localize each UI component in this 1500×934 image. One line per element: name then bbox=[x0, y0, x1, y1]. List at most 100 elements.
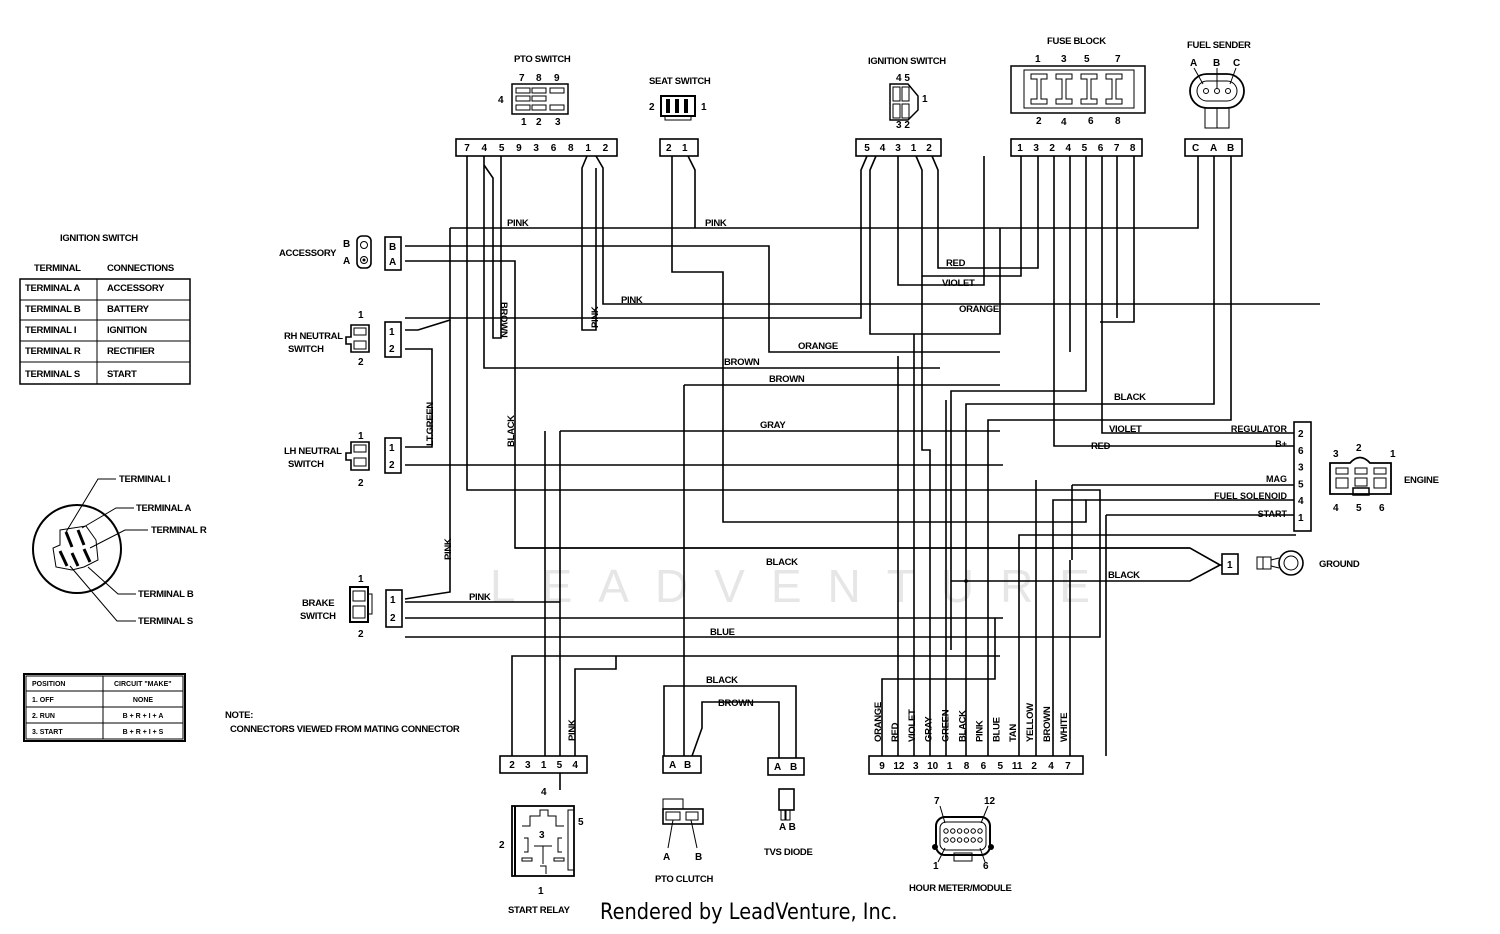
pto-pin: 3 bbox=[555, 117, 561, 128]
wire-label-pink: PINK bbox=[567, 719, 578, 741]
lh-conn-pin: 1 bbox=[389, 443, 395, 454]
accessory-pin: A bbox=[343, 256, 350, 267]
ground-conn-pin: 1 bbox=[1227, 560, 1233, 571]
seat-pin: 1 bbox=[701, 102, 707, 113]
fuel-pin: B bbox=[1213, 58, 1220, 69]
engine-conn-pin: 5 bbox=[1298, 479, 1304, 490]
watermark: LEADVENTURE bbox=[490, 560, 1116, 612]
tvs-diode-connector bbox=[767, 757, 805, 776]
tvs-conn-pin: A bbox=[774, 762, 781, 773]
ignition-row-connection: BATTERY bbox=[107, 304, 150, 315]
wire-label-black: BLACK bbox=[1114, 392, 1146, 403]
brake-conn-pin: 1 bbox=[390, 595, 396, 606]
fuse-pin: 8 bbox=[1115, 116, 1121, 127]
engine-conn-pin: 4 bbox=[1298, 496, 1304, 507]
brake-switch-connector bbox=[385, 589, 403, 628]
hour-meter-pin-socket bbox=[970, 837, 976, 843]
fuse-pin: 7 bbox=[1115, 54, 1121, 65]
wire-label-brown: BROWN bbox=[769, 374, 805, 385]
wire-label-black: BLACK bbox=[506, 415, 517, 447]
rh-conn-pin: 1 bbox=[389, 327, 395, 338]
hour-meter-wire-label: YELLOW bbox=[1025, 703, 1036, 742]
fuse-pin: 5 bbox=[1084, 54, 1090, 65]
start-relay-label: START RELAY bbox=[508, 905, 571, 916]
ignition-pin-right: 1 bbox=[922, 94, 928, 105]
hour-meter-conn-pin: 9 bbox=[879, 761, 885, 772]
lh-pin: 1 bbox=[358, 431, 364, 442]
position-off: 1. OFF bbox=[32, 697, 55, 704]
fuel-sender-label: FUEL SENDER bbox=[1187, 40, 1251, 51]
fuse-conn-pin: 1 bbox=[1017, 143, 1023, 154]
pto-conn-pin: 4 bbox=[482, 143, 488, 154]
ignition-row-terminal: TERMINAL S bbox=[25, 369, 80, 380]
ignition-table-header-terminal: TERMINAL bbox=[34, 263, 81, 274]
ignition-row-terminal: TERMINAL A bbox=[25, 283, 80, 294]
ignition-table bbox=[19, 278, 191, 385]
hour-meter-connector bbox=[868, 755, 1084, 775]
accessory-conn-pin: A bbox=[389, 257, 396, 268]
hour-meter-conn-pin: 12 bbox=[893, 761, 905, 772]
ignition-row-connection: RECTIFIER bbox=[107, 346, 155, 357]
lh-neutral-label: SWITCH bbox=[288, 459, 324, 470]
lh-neutral-switch-icon bbox=[345, 441, 370, 471]
pto-conn-pin: 8 bbox=[568, 143, 574, 154]
ignition-conn-pin: 1 bbox=[911, 143, 917, 154]
hour-meter-pin-socket bbox=[977, 837, 983, 843]
engine-connector bbox=[1293, 421, 1312, 532]
credit-text: Rendered by LeadVenture, Inc. bbox=[600, 900, 898, 925]
engine-conn-pin: 1 bbox=[1298, 513, 1304, 524]
accessory-label: ACCESSORY bbox=[279, 248, 337, 259]
ignition-table-header-connections: CONNECTIONS bbox=[107, 263, 174, 274]
engine-signal-fuel-solenoid: FUEL SOLENOID bbox=[1214, 491, 1287, 501]
hour-meter-wire-label: WHITE bbox=[1059, 713, 1070, 742]
wire-label-brown: BROWN bbox=[498, 302, 509, 338]
hour-meter-conn-pin: 5 bbox=[998, 761, 1004, 772]
circuit-start: B + R + I + S bbox=[123, 729, 164, 736]
hour-meter-conn-pin: 4 bbox=[1048, 761, 1054, 772]
clutch-pin: B bbox=[695, 852, 702, 863]
engine-signal-mag: MAG bbox=[1266, 474, 1287, 484]
engine-conn-pin: 3 bbox=[1298, 463, 1304, 474]
hour-meter-conn-pin: 3 bbox=[913, 761, 919, 772]
hour-meter-conn-pin: 7 bbox=[1065, 761, 1071, 772]
pto-conn-pin: 2 bbox=[603, 143, 609, 154]
terminal-s-label: TERMINAL S bbox=[138, 616, 193, 627]
engine-pin: 6 bbox=[1379, 503, 1385, 514]
fuse-pin: 4 bbox=[1061, 117, 1067, 128]
hour-meter-wire-label: BROWN bbox=[1042, 706, 1053, 742]
seat-conn-pin: 1 bbox=[682, 143, 688, 154]
hour-meter-conn-pin: 10 bbox=[927, 761, 939, 772]
hour-meter-label: HOUR METER/MODULE bbox=[909, 883, 1012, 894]
hour-meter-conn-pin: 2 bbox=[1031, 761, 1037, 772]
fuse-pin: 6 bbox=[1088, 116, 1094, 127]
pto-pin: 2 bbox=[536, 117, 542, 128]
ignition-switch-label: IGNITION SWITCH bbox=[868, 56, 946, 67]
ignition-conn-pin: 3 bbox=[895, 143, 901, 154]
wire-label-pink: PINK bbox=[590, 306, 601, 328]
ignition-conn-pin: 4 bbox=[880, 143, 886, 154]
hour-meter-wire-label: PINK bbox=[974, 720, 985, 742]
position-table bbox=[23, 673, 186, 742]
wire-label-brown: BROWN bbox=[724, 357, 760, 368]
wire-label-pink: PINK bbox=[621, 295, 643, 306]
hour-meter-pin-socket bbox=[950, 828, 956, 834]
rh-neutral-switch-icon bbox=[345, 324, 370, 353]
hm-pin: 6 bbox=[983, 861, 989, 872]
ignition-row-terminal: TERMINAL I bbox=[25, 325, 76, 336]
accessory-conn-pin: B bbox=[389, 242, 396, 253]
relay-pin: 3 bbox=[539, 830, 545, 841]
wire-label-pink: PINK bbox=[507, 218, 529, 229]
relay-pin: 2 bbox=[499, 840, 505, 851]
fuse-block-icon bbox=[1010, 65, 1146, 114]
relay-conn-pin: 4 bbox=[572, 760, 578, 771]
terminal-a-label: TERMINAL A bbox=[136, 503, 191, 514]
seat-switch-connector bbox=[659, 138, 699, 157]
lh-neutral-label: LH NEUTRAL bbox=[284, 446, 342, 457]
wire-label-red: RED bbox=[946, 258, 966, 269]
circuit-run: B + R + I + A bbox=[123, 713, 164, 720]
hm-pin: 1 bbox=[933, 861, 939, 872]
engine-pin: 3 bbox=[1333, 449, 1339, 460]
accessory-icon bbox=[356, 235, 372, 269]
lh-conn-pin: 2 bbox=[389, 460, 395, 471]
